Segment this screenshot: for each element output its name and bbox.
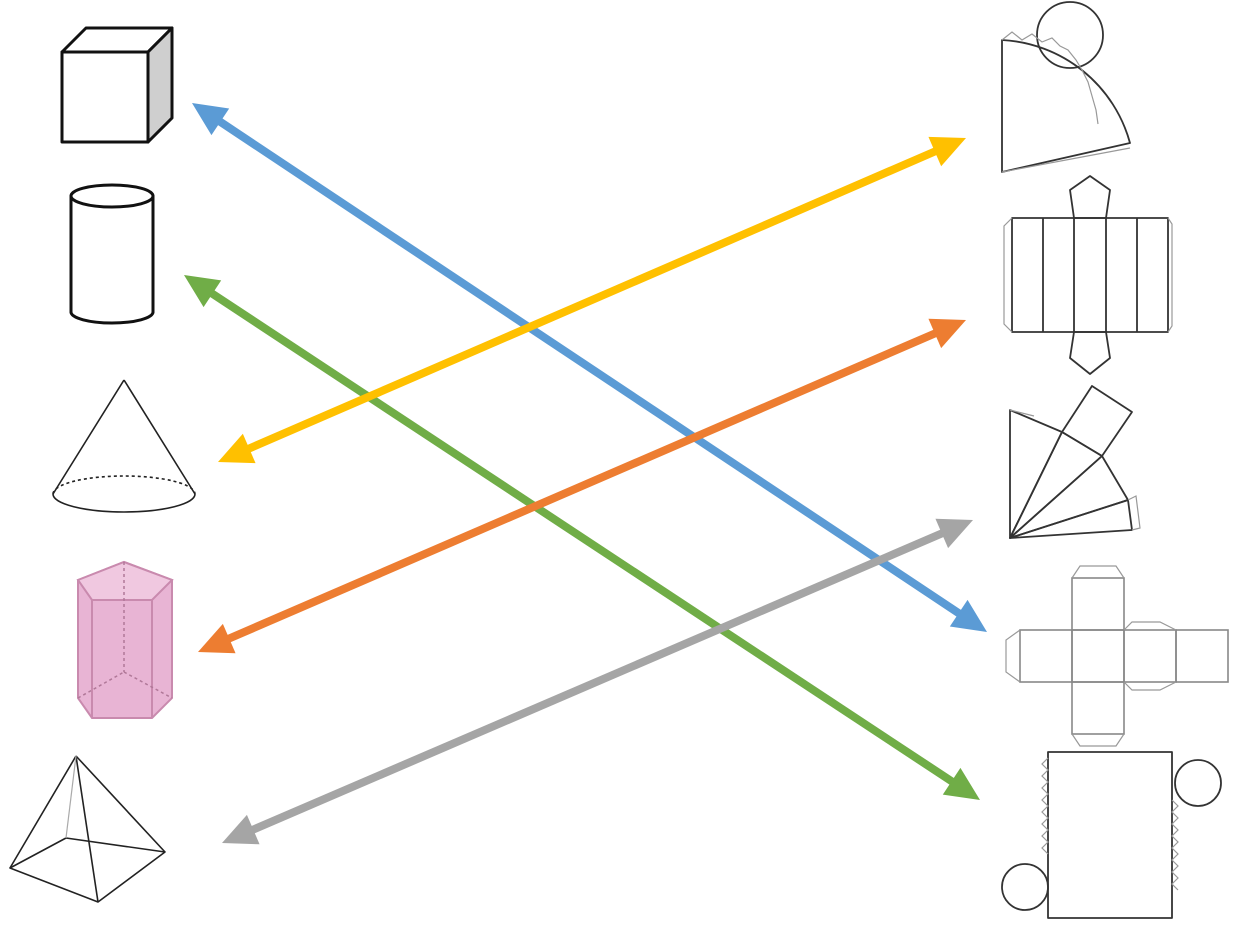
arrow-cube-to-cube-net: [213, 115, 966, 620]
cone-net-icon: [1001, 1, 1131, 173]
arrowhead-pentagonal-prism-net: [928, 318, 966, 349]
arrowhead-pentagonal-prism: [198, 623, 236, 654]
cube-icon: [60, 26, 174, 144]
cone-icon: [52, 379, 196, 513]
arrowhead-cylinder-net: [942, 767, 980, 800]
square-pyramid-net-icon: [1009, 385, 1141, 539]
arrowhead-cone: [218, 433, 256, 464]
arrowhead-cube-net: [949, 599, 987, 632]
arrowhead-pyramid-net: [935, 518, 973, 549]
pentagonal-prism-icon: [76, 560, 174, 719]
arrow-pentagonal-prism-to-pentagonal-prism-net: [222, 327, 942, 645]
arrowhead-cylinder: [184, 275, 222, 308]
cylinder-net-icon: [1001, 751, 1222, 919]
connection-arrows: [184, 103, 987, 845]
arrowhead-cube: [192, 103, 230, 136]
square-pyramid-icon: [9, 755, 166, 903]
arrowhead-cone-net: [928, 136, 966, 167]
arrowhead-square-pyramid: [222, 814, 260, 845]
cylinder-icon: [69, 183, 155, 325]
arrow-cone-to-cone-net: [242, 145, 942, 455]
arrow-cylinder-to-cylinder-net: [205, 287, 959, 788]
pentagonal-prism-net-icon: [1003, 175, 1173, 375]
arrow-square-pyramid-to-pyramid-net: [246, 527, 949, 836]
cube-net-icon: [1005, 565, 1229, 747]
